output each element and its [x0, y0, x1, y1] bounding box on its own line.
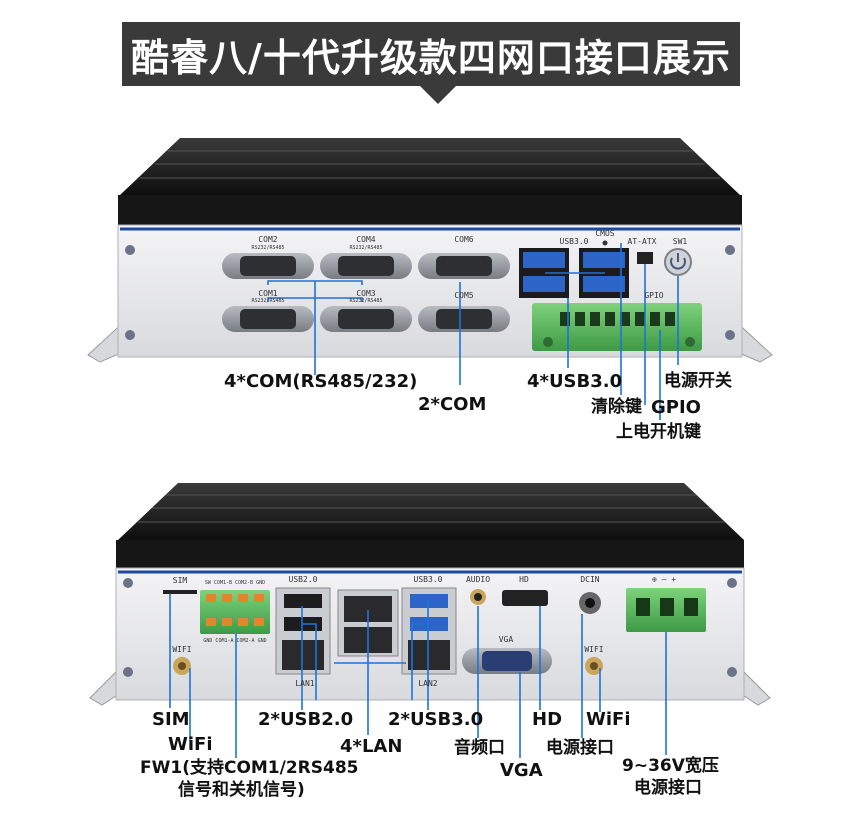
gnd-panel-label: GND COM1-A COM2-A GND: [203, 638, 266, 644]
sw1-label: SW1: [673, 237, 688, 246]
com1-label: COM1: [258, 289, 277, 298]
lan1-panel-label: LAN1: [295, 679, 314, 688]
callout-power-switch: 电源开关: [664, 371, 732, 391]
callout-dc-power: 电源接口: [546, 738, 614, 758]
callout-2com: 2*COM: [418, 394, 487, 415]
callout-wifi-right: WiFi: [586, 709, 631, 730]
banner-title: 酷睿八/十代升级款四网口接口展示: [122, 22, 740, 86]
atatx-label: AT-ATX: [628, 237, 657, 246]
wifi-antenna-left: [173, 657, 191, 675]
power-terminal: [626, 588, 706, 632]
com1-sub: RS232/RS485: [251, 298, 284, 304]
wifi-left-panel-label: WIFI: [172, 645, 191, 654]
com3-port: [320, 306, 412, 332]
bottom-device: [89, 483, 771, 758]
com3-label: COM3: [356, 289, 375, 298]
com2-label: COM2: [258, 235, 277, 244]
com4-label: COM4: [356, 235, 375, 244]
com2-sub: RS232/RS485: [251, 245, 284, 251]
com5-port: [418, 306, 510, 332]
callout-gpio: GPIO: [651, 397, 701, 418]
callout-fw1-line2: 信号和关机信号): [178, 780, 305, 800]
callout-audio: 音频口: [454, 738, 505, 758]
dcin-panel-label: DCIN: [580, 575, 599, 584]
audio-panel-label: AUDIO: [466, 575, 490, 584]
gpio-panel-label: GPIO: [644, 291, 663, 300]
cmos-button: [602, 240, 608, 246]
callout-2usb2: 2*USB2.0: [258, 709, 354, 730]
banner-pointer: [420, 86, 456, 104]
vga-port: [462, 648, 552, 674]
hdmi-port: [502, 590, 548, 606]
usb2-lan1-stack: [275, 587, 331, 675]
callout-hd: HD: [532, 709, 563, 730]
fw1-terminal: [200, 590, 270, 634]
sim-slot: [163, 590, 197, 594]
audio-jack: [470, 589, 486, 605]
callout-sim: SIM: [152, 709, 190, 730]
com2-port: [222, 253, 314, 279]
com4-port: [320, 253, 412, 279]
usb-panel-label: USB3.0: [560, 237, 589, 246]
callout-wifi-left: WiFi: [168, 734, 213, 755]
dcin-jack: [579, 592, 601, 614]
usb2-panel-label: USB2.0: [289, 575, 318, 584]
top-device: [87, 138, 773, 420]
usb3-panel-label: USB3.0: [414, 575, 443, 584]
com3-sub: RS232/RS485: [349, 298, 382, 304]
callout-2usb3: 2*USB3.0: [388, 709, 484, 730]
usb3-lan2-stack: [401, 587, 457, 675]
gpio-terminal: [532, 303, 702, 351]
lan2-panel-label: LAN2: [418, 679, 437, 688]
callout-4usb3: 4*USB3.0: [527, 371, 623, 392]
sim-panel-label: SIM: [173, 576, 188, 585]
com1-port: [222, 306, 314, 332]
callout-clear-key: 清除键: [591, 397, 642, 417]
polarity-label: ⊕ — +: [652, 575, 676, 584]
callout-4com: 4*COM(RS485/232): [224, 371, 418, 392]
at-atx-switch: [637, 252, 653, 264]
bottom-callout-lines: [169, 594, 667, 758]
power-button-top: [664, 248, 692, 276]
hd-panel-label: HD: [519, 575, 529, 584]
wifi-right-panel-label: WIFI: [584, 645, 603, 654]
cmos-label: CMOS: [595, 229, 614, 238]
callout-poweron-key: 上电开机键: [616, 422, 701, 442]
wifi-antenna-right: [585, 657, 603, 675]
callout-fw1: FW1(支持COM1/2RS485: [140, 758, 359, 778]
callout-wide-voltage: 9~36V宽压: [622, 756, 719, 776]
com5-label: COM5: [454, 291, 473, 300]
com6-port: [418, 253, 510, 279]
vga-panel-label: VGA: [499, 635, 514, 644]
com6-label: COM6: [454, 235, 473, 244]
sw-panel-label: SW COM1-B COM2-B GND: [205, 580, 265, 586]
top-callout-lines: [267, 243, 679, 420]
callout-wide-voltage-line2: 电源接口: [634, 778, 702, 798]
callout-vga: VGA: [500, 760, 543, 781]
com4-sub: RS232/RS485: [349, 245, 382, 251]
callout-4lan: 4*LAN: [340, 736, 403, 757]
